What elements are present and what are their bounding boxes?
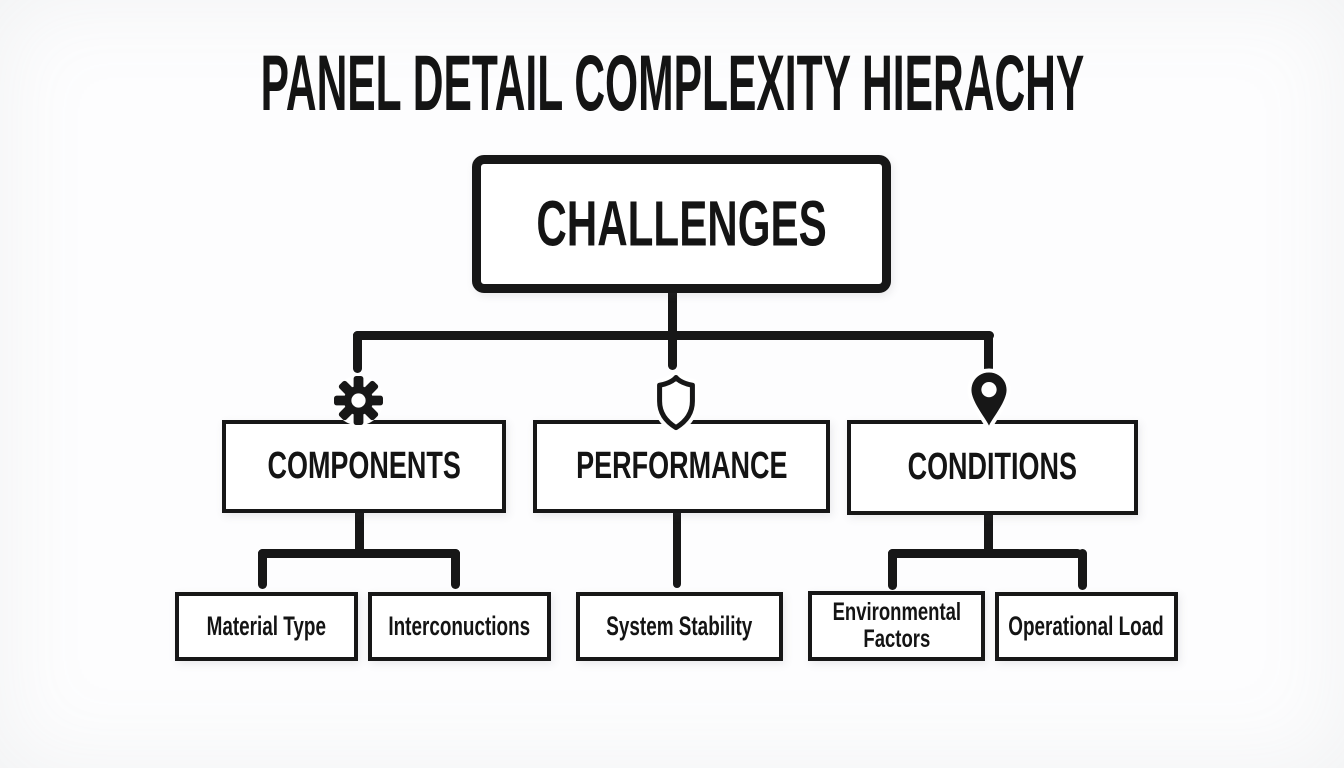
connector-conditions-vertical	[984, 505, 993, 555]
node-conditions: CONDITIONS	[847, 420, 1138, 515]
diagram-title-row: PANEL DETAIL COMPLEXITY HIERACHY	[0, 39, 1344, 127]
node-conditions-label: CONDITIONS	[907, 446, 1078, 488]
connector-components-horizontal	[258, 549, 460, 558]
connector-branch-horizontal	[353, 331, 994, 340]
leaf-material-type: Material Type	[175, 592, 358, 661]
connector-stub-conditions	[984, 331, 993, 373]
connector-stub-environmental-factors	[888, 549, 897, 590]
shield-icon	[646, 371, 706, 434]
node-components-label: COMPONENTS	[267, 445, 461, 487]
location-pin-icon	[960, 368, 1018, 431]
node-components: COMPONENTS	[222, 420, 506, 513]
leaf-system-stability-label: System Stability	[606, 611, 753, 641]
diagram-title: PANEL DETAIL COMPLEXITY HIERACHY	[260, 38, 1084, 128]
leaf-operational-load: Operational Load	[995, 592, 1178, 661]
connector-stub-operational-load	[1078, 549, 1087, 590]
leaf-environmental-factors: Environmental Factors	[808, 591, 985, 661]
node-challenges-label: CHALLENGES	[536, 188, 827, 260]
connector-root-vertical	[668, 272, 677, 370]
gear-icon	[330, 372, 387, 429]
connector-performance-vertical	[673, 503, 681, 588]
leaf-system-stability: System Stability	[576, 592, 783, 661]
leaf-material-type-label: Material Type	[206, 611, 327, 641]
leaf-environmental-factors-label: Environmental Factors	[832, 598, 961, 653]
leaf-operational-load-label: Operational Load	[1008, 611, 1165, 641]
connector-conditions-horizontal	[888, 549, 1082, 558]
leaf-interconuctions-label: Interconuctions	[388, 611, 531, 641]
node-performance-label: PERFORMANCE	[575, 445, 788, 487]
connector-stub-interconuctions	[451, 549, 460, 589]
connector-components-vertical	[355, 503, 364, 555]
leaf-interconuctions: Interconuctions	[368, 592, 551, 661]
connector-stub-components	[353, 331, 362, 373]
connector-stub-material-type	[258, 549, 267, 589]
node-challenges: CHALLENGES	[472, 155, 891, 293]
